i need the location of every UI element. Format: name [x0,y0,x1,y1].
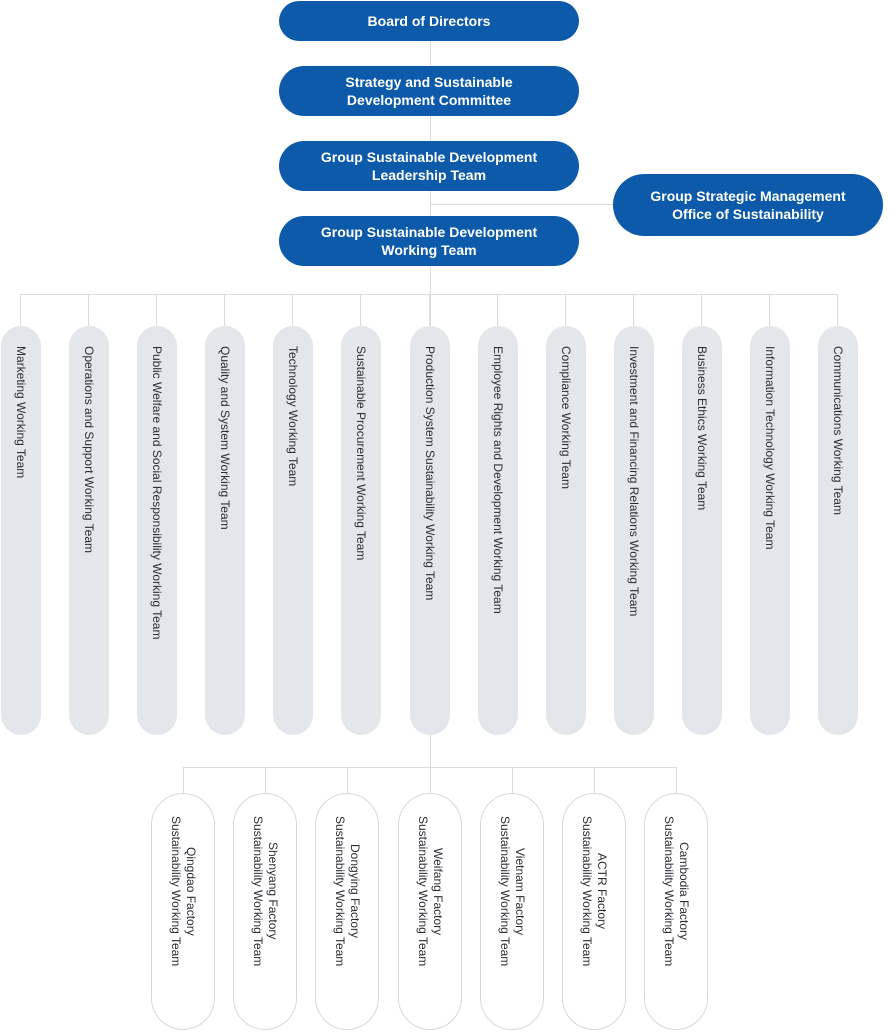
team-drop-connector [837,294,838,326]
factory-label-line-2: Sustainability Working Team [251,816,265,967]
team-drop-connector [429,294,430,326]
factory-drop-connector [430,767,431,793]
working-team-label: Employee Rights and Development Working … [491,346,505,614]
factory-drop-connector [594,767,595,793]
working-team-item: Sustainable Procurement Working Team [341,326,381,735]
node-label-line-1: Group Sustainable Development [320,224,538,240]
working-team-label: Information Technology Working Team [763,346,777,550]
factory-drop-connector [676,767,677,793]
strategy-committee-node: Strategy and Sustainable Development Com… [279,66,579,116]
working-team-label: Technology Working Team [286,346,300,487]
node-label-line-2: Development Committee [346,92,512,108]
team-drop-connector [769,294,770,326]
factory-label-line-1: Vietnam Factory [513,847,527,935]
node-label: Board of Directors [367,13,491,29]
working-team-label: Marketing Working Team [14,346,28,479]
team-drop-connector [292,294,293,326]
working-team-label: Public Welfare and Social Responsibility… [150,346,164,640]
factory-label-line-1: ACTR Factory [595,853,609,930]
working-team-label: Quality and System Working Team [218,346,232,530]
factory-drop-connector [347,767,348,793]
team-drop-connector [360,294,361,326]
working-team-item: Business Ethics Working Team [682,326,722,735]
team-drop-connector [224,294,225,326]
factory-label-line-1: Shenyang Factory [266,842,280,940]
factory-label-line-1: Qingdao Factory [184,846,198,936]
node-label-line-1: Group Strategic Management [650,188,846,204]
working-team-label: Communications Working Team [831,346,845,515]
factory-label-line-1: Dongying Factory [348,844,362,939]
factory-label-line-2: Sustainability Working Team [169,816,183,967]
working-team-item: Employee Rights and Development Working … [478,326,518,735]
factory-drop-connector [183,767,184,793]
factory-label-line-1: Cambodia Factory [677,842,691,941]
working-team-item: Public Welfare and Social Responsibility… [137,326,177,735]
working-team-item: Communications Working Team [818,326,858,735]
node-label-line-2: Leadership Team [371,167,487,183]
working-team-node: Group Sustainable Development Working Te… [279,216,579,266]
factory-label-line-2: Sustainability Working Team [333,816,347,967]
factory-drop-connector [265,767,266,793]
working-team-item: Production System Sustainability Working… [410,326,450,735]
working-team-item: Marketing Working Team [1,326,41,735]
working-team-item: Compliance Working Team [546,326,586,735]
working-team-label: Sustainable Procurement Working Team [354,346,368,561]
factory-drop-connector [512,767,513,793]
team-drop-connector [633,294,634,326]
factory-label-line-2: Sustainability Working Team [580,816,594,967]
team-drop-connector [88,294,89,326]
factory-label-line-2: Sustainability Working Team [416,816,430,967]
node-label-line-1: Group Sustainable Development [320,149,538,165]
factory-label-line-2: Sustainability Working Team [498,816,512,967]
team-drop-connector [497,294,498,326]
working-team-item: Information Technology Working Team [750,326,790,735]
leadership-team-node: Group Sustainable Development Leadership… [279,141,579,191]
node-label-line-1: Strategy and Sustainable [345,74,513,90]
side-office-connector [430,204,614,205]
working-team-item: Quality and System Working Team [205,326,245,735]
team-drop-connector [701,294,702,326]
board-of-directors-node: Board of Directors [279,1,579,41]
node-label-line-2: Working Team [381,242,477,258]
strategic-management-office-node: Group Strategic Management Office of Sus… [613,174,883,236]
working-team-item: Operations and Support Working Team [69,326,109,735]
working-team-item: Investment and Financing Relations Worki… [614,326,654,735]
node-label-line-2: Office of Sustainability [672,206,824,222]
working-team-label: Investment and Financing Relations Worki… [627,346,641,617]
working-team-label: Business Ethics Working Team [695,346,709,511]
working-team-label: Compliance Working Team [559,346,573,489]
factory-label-line-1: Weifang Factory [431,847,445,935]
team-drop-connector [565,294,566,326]
production-to-factories-connector [430,734,431,767]
team-drop-connector [156,294,157,326]
working-team-item: Technology Working Team [273,326,313,735]
team-drop-connector [20,294,21,326]
working-team-label: Production System Sustainability Working… [423,346,437,601]
working-team-label: Operations and Support Working Team [82,346,96,554]
factory-label-line-2: Sustainability Working Team [662,816,676,967]
